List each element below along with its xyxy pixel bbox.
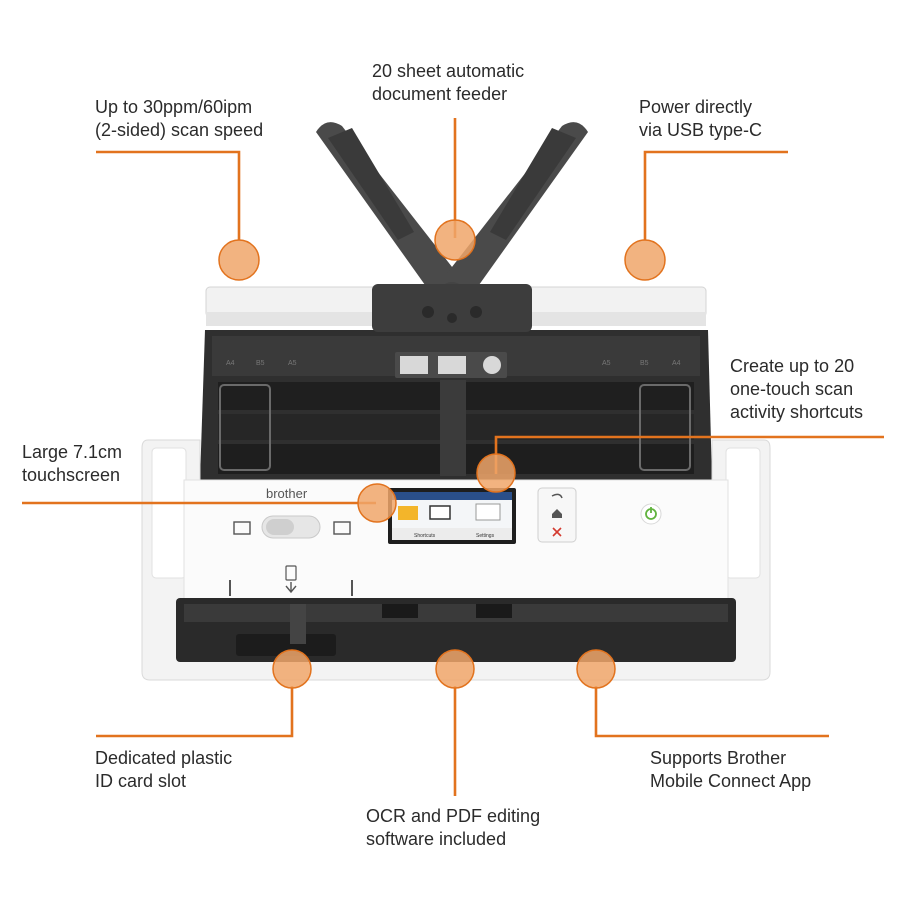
mobile-leader bbox=[594, 686, 829, 738]
id-card-label: Dedicated plastic ID card slot bbox=[95, 747, 232, 793]
scan-speed-line-1: Up to 30ppm/60ipm bbox=[95, 97, 253, 117]
touchscreen-line-2: touchscreen bbox=[22, 465, 121, 485]
shortcuts-line-1: Create up to 20 bbox=[730, 356, 855, 376]
svg-text:B5: B5 bbox=[640, 360, 649, 367]
power-icon[interactable] bbox=[640, 503, 662, 525]
back-icon[interactable] bbox=[551, 493, 563, 499]
power-label: Power directly via USB type-C bbox=[639, 96, 762, 142]
shortcuts-dot bbox=[476, 453, 516, 493]
touchscreen[interactable]: Shortcuts Settings bbox=[388, 488, 516, 544]
feeder-label: 20 sheet automatic document feeder bbox=[372, 60, 524, 106]
svg-text:A4: A4 bbox=[226, 360, 235, 367]
ocr-line-2: software included bbox=[366, 829, 507, 849]
id-card-line-1: Dedicated plastic bbox=[95, 748, 233, 768]
feeder-line-2: document feeder bbox=[372, 84, 508, 104]
feeder-dot bbox=[434, 219, 476, 261]
document-feeder-tray: A4 B5 A5 A5 B5 A4 bbox=[200, 330, 712, 480]
scan-speed-dot bbox=[218, 239, 260, 281]
shortcuts-line-2: one-touch scan bbox=[730, 379, 854, 399]
mobile-line-1: Supports Brother bbox=[650, 748, 787, 768]
touchscreen-dot bbox=[357, 483, 397, 523]
ocr-label: OCR and PDF editing software included bbox=[366, 805, 540, 851]
svg-text:A5: A5 bbox=[288, 360, 297, 367]
scan-speed-label: Up to 30ppm/60ipm (2-sided) scan speed bbox=[95, 96, 263, 142]
svg-text:B5: B5 bbox=[256, 360, 265, 367]
shortcuts-label: Create up to 20 one-touch scan activity … bbox=[730, 355, 863, 424]
mobile-label: Supports Brother Mobile Connect App bbox=[650, 747, 811, 793]
home-icon[interactable] bbox=[552, 509, 562, 518]
brand-logo: brother bbox=[266, 486, 308, 501]
scan-speed-leader bbox=[96, 150, 241, 240]
svg-text:A4: A4 bbox=[672, 360, 681, 367]
paper-support-arms bbox=[316, 122, 588, 332]
id-card-line-2: ID card slot bbox=[95, 771, 187, 791]
id-card-leader bbox=[96, 686, 294, 738]
ocr-line-1: OCR and PDF editing bbox=[366, 806, 541, 826]
mobile-dot bbox=[576, 649, 616, 689]
power-dot bbox=[624, 239, 666, 281]
ocr-dot bbox=[435, 649, 475, 689]
touchscreen-line-1: Large 7.1cm bbox=[22, 442, 123, 462]
shortcuts-leader bbox=[494, 435, 884, 474]
shortcuts-line-3: activity shortcuts bbox=[730, 402, 864, 422]
feeder-line-1: 20 sheet automatic bbox=[372, 61, 525, 81]
touchscreen-label: Large 7.1cm touchscreen bbox=[22, 441, 122, 487]
power-leader bbox=[643, 150, 788, 240]
svg-text:A5: A5 bbox=[602, 360, 611, 367]
control-buttons bbox=[537, 487, 662, 543]
power-line-2: via USB type-C bbox=[639, 120, 763, 140]
mobile-line-2: Mobile Connect App bbox=[650, 771, 812, 791]
id-card-dot bbox=[272, 649, 312, 689]
screen-settings-text: Settings bbox=[476, 533, 495, 539]
cancel-icon[interactable] bbox=[552, 527, 562, 537]
scan-speed-line-2: (2-sided) scan speed bbox=[95, 120, 264, 140]
scanner-body: brother bbox=[141, 439, 771, 681]
power-line-1: Power directly bbox=[639, 97, 753, 117]
screen-shortcuts-text: Shortcuts bbox=[414, 533, 436, 539]
